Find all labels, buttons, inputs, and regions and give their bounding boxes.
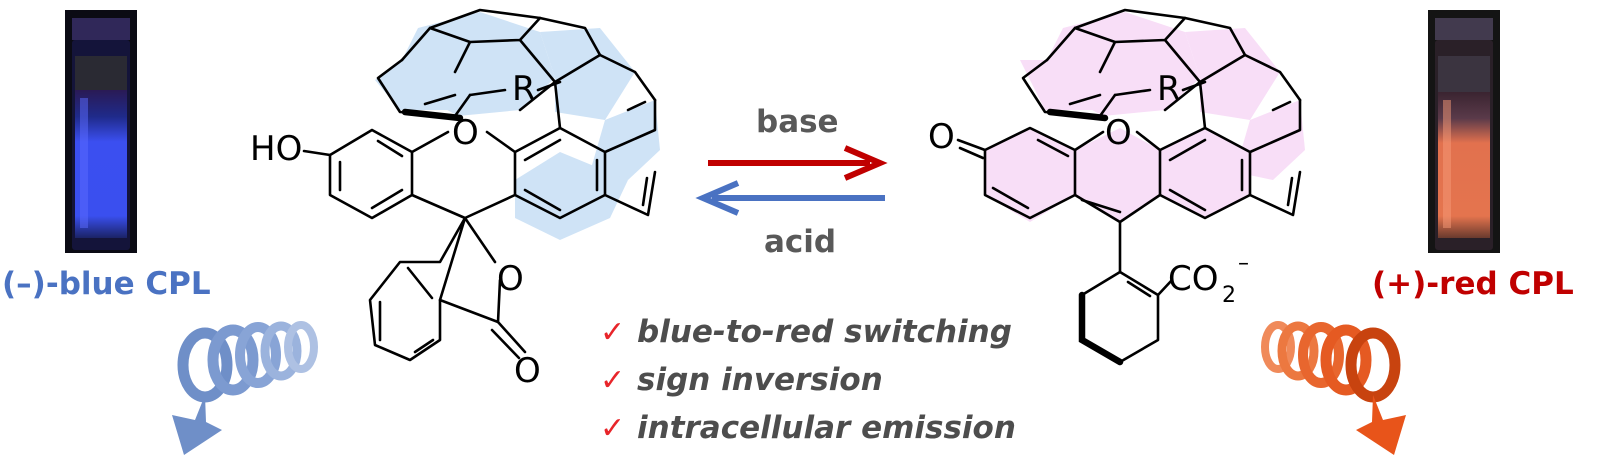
base-condition-label: base bbox=[756, 104, 839, 140]
equilibrium-arrows bbox=[695, 145, 888, 216]
carboxylate-subscript: 2 bbox=[1222, 283, 1236, 308]
check-icon: ✓ bbox=[600, 411, 625, 446]
carboxylate-label: CO bbox=[1168, 259, 1219, 299]
carboxylate-charge: – bbox=[1238, 251, 1249, 276]
acid-condition-label: acid bbox=[764, 224, 836, 260]
left-lactone-oxygen-label: O bbox=[497, 259, 524, 299]
left-cpl-label: (–)-blue CPL bbox=[2, 266, 211, 302]
forward-arrowhead bbox=[843, 145, 888, 181]
left-hetero-label: R bbox=[512, 69, 536, 109]
left-hydroxy-label: HO bbox=[250, 129, 302, 169]
check-icon: ✓ bbox=[600, 363, 625, 398]
red-cpl-spiral-icon bbox=[1261, 321, 1406, 455]
feature-item: intracellular emission bbox=[637, 410, 1016, 446]
feature-item: blue-to-red switching bbox=[637, 314, 1012, 350]
reverse-arrowhead bbox=[695, 180, 740, 216]
check-icon: ✓ bbox=[600, 315, 625, 350]
right-molecule: O O R CO 2 – bbox=[928, 8, 1305, 366]
left-carbonyl-oxygen-label: O bbox=[514, 351, 541, 391]
right-ring-oxygen-label: O bbox=[1105, 113, 1132, 153]
right-carbonyl-oxygen-label: O bbox=[928, 117, 955, 157]
right-chromophore-fill bbox=[985, 12, 1305, 222]
feature-checklist: ✓ blue-to-red switching ✓ sign inversion… bbox=[600, 314, 1016, 446]
feature-item: sign inversion bbox=[637, 362, 883, 398]
blue-cpl-spiral-icon bbox=[172, 321, 318, 455]
left-helicene-fill bbox=[375, 12, 660, 240]
left-molecule: HO O R O O bbox=[250, 8, 660, 391]
red-cuvette-photo bbox=[1428, 10, 1500, 253]
blue-cuvette-photo bbox=[65, 10, 137, 253]
right-hetero-label: R bbox=[1157, 69, 1181, 109]
right-cpl-label: (+)-red CPL bbox=[1372, 266, 1574, 302]
